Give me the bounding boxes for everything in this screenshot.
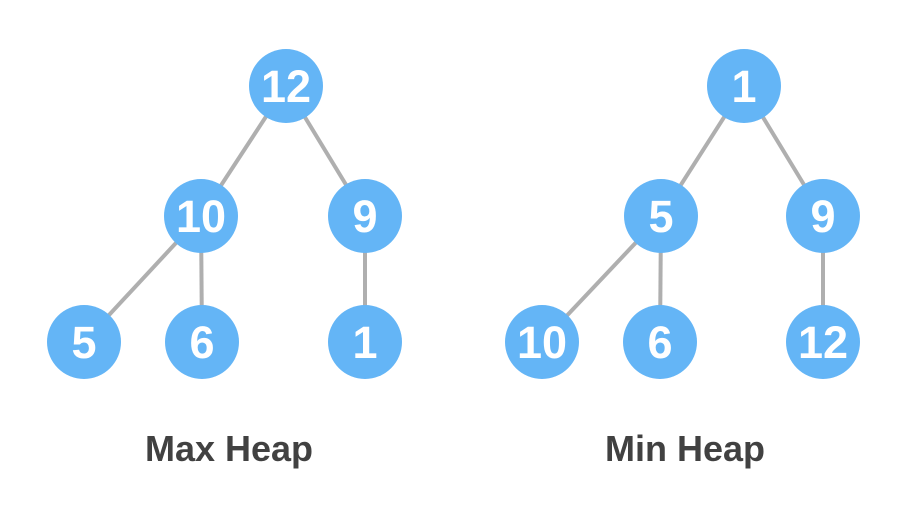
heap-node-circle [47,305,121,379]
heap-node-value: 12 [798,317,848,368]
min-heap-label: Min Heap [605,428,765,469]
heap-node-value: 6 [647,317,672,368]
heap-node-value: 10 [517,317,567,368]
heap-node-circle [624,179,698,253]
heap-node-circle [623,305,697,379]
heap-node-value: 5 [648,191,673,242]
heap-node-value: 1 [352,317,377,368]
heap-node-value: 9 [810,191,835,242]
heap-node-circle [707,49,781,123]
heap-node-value: 10 [176,191,226,242]
heap-node-value: 5 [71,317,96,368]
nodes-layer: 12 10 9 5 6 1 1 5 9 10 6 12 [47,49,860,379]
heap-node-circle [328,305,402,379]
heap-node-value: 12 [261,61,311,112]
heap-node-value: 1 [731,61,756,112]
heap-node-circle [786,179,860,253]
heap-node-circle [505,305,579,379]
heap-node-circle [164,179,238,253]
heap-node-circle [328,179,402,253]
heap-node-circle [786,305,860,379]
heap-node-circle [165,305,239,379]
max-heap-label: Max Heap [145,428,313,469]
heap-node-value: 9 [352,191,377,242]
heap-node-circle [249,49,323,123]
heap-node-value: 6 [189,317,214,368]
